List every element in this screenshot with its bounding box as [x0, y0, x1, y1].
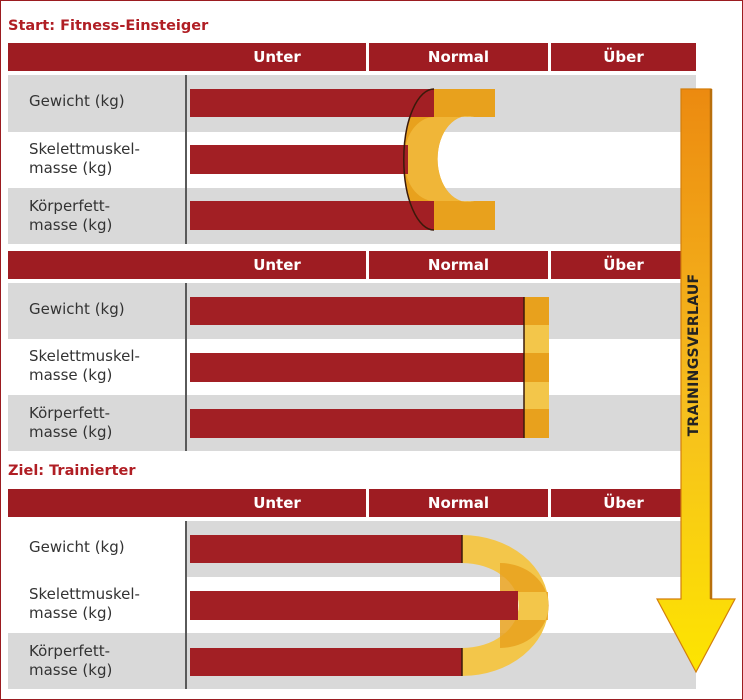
panel1-bar-fat [190, 201, 434, 230]
panel2-label-weight: Gewicht (kg) [29, 300, 125, 318]
panel2-divider [185, 283, 187, 451]
panel3-header-ueber: Über [551, 489, 696, 517]
panel2-label-muscle: Skelettmuskel- masse (kg) [29, 347, 140, 384]
panel1-label-fat: Körperfett- masse (kg) [29, 197, 113, 234]
panel1-header-unter: Unter [8, 43, 366, 71]
panel2-bar-fat [190, 409, 524, 438]
panel3-label-fat: Körperfett- masse (kg) [29, 642, 113, 679]
panel3-curve-orange [500, 563, 549, 648]
panel3-header-normal: Normal [369, 489, 548, 517]
panel1-bar-muscle [190, 145, 408, 174]
panel3-divider [185, 521, 187, 689]
panel2-header-ueber: Über [551, 251, 696, 279]
panel3-label-weight: Gewicht (kg) [29, 538, 125, 556]
panel2-normal-band-light-2 [524, 382, 549, 409]
panel1-header-ueber: Über [551, 43, 696, 71]
panel3-label-muscle: Skelettmuskel- masse (kg) [29, 585, 140, 622]
panel3-bar-muscle [190, 591, 518, 620]
panel2-normal-band-light-1 [524, 325, 549, 353]
panel1-bar-weight [190, 89, 434, 117]
panel1-curve-gold [403, 115, 474, 203]
panel3-bar-weight [190, 535, 462, 563]
panel2-normal-band [524, 297, 549, 438]
panel1-header-normal: Normal [369, 43, 548, 71]
panel2-bar-weight [190, 297, 524, 325]
panel1-divider [185, 75, 187, 244]
panel2-label-fat: Körperfett- masse (kg) [29, 404, 113, 441]
goal-section-title: Ziel: Trainierter [8, 463, 136, 479]
panel2-header-unter: Unter [8, 251, 366, 279]
start-section-title: Start: Fitness-Einsteiger [8, 18, 209, 34]
training-progress-label: TRAININGSVERLAUF [686, 273, 702, 437]
panel1-curve-edge [403, 88, 435, 231]
panel1-label-weight: Gewicht (kg) [29, 92, 125, 110]
panel2-bar-muscle [190, 353, 524, 382]
panel3-bar-fat [190, 648, 462, 676]
panel3-header-unter: Unter [8, 489, 366, 517]
panel2-header-normal: Normal [369, 251, 548, 279]
panel1-label-muscle: Skelettmuskel- masse (kg) [29, 140, 140, 177]
